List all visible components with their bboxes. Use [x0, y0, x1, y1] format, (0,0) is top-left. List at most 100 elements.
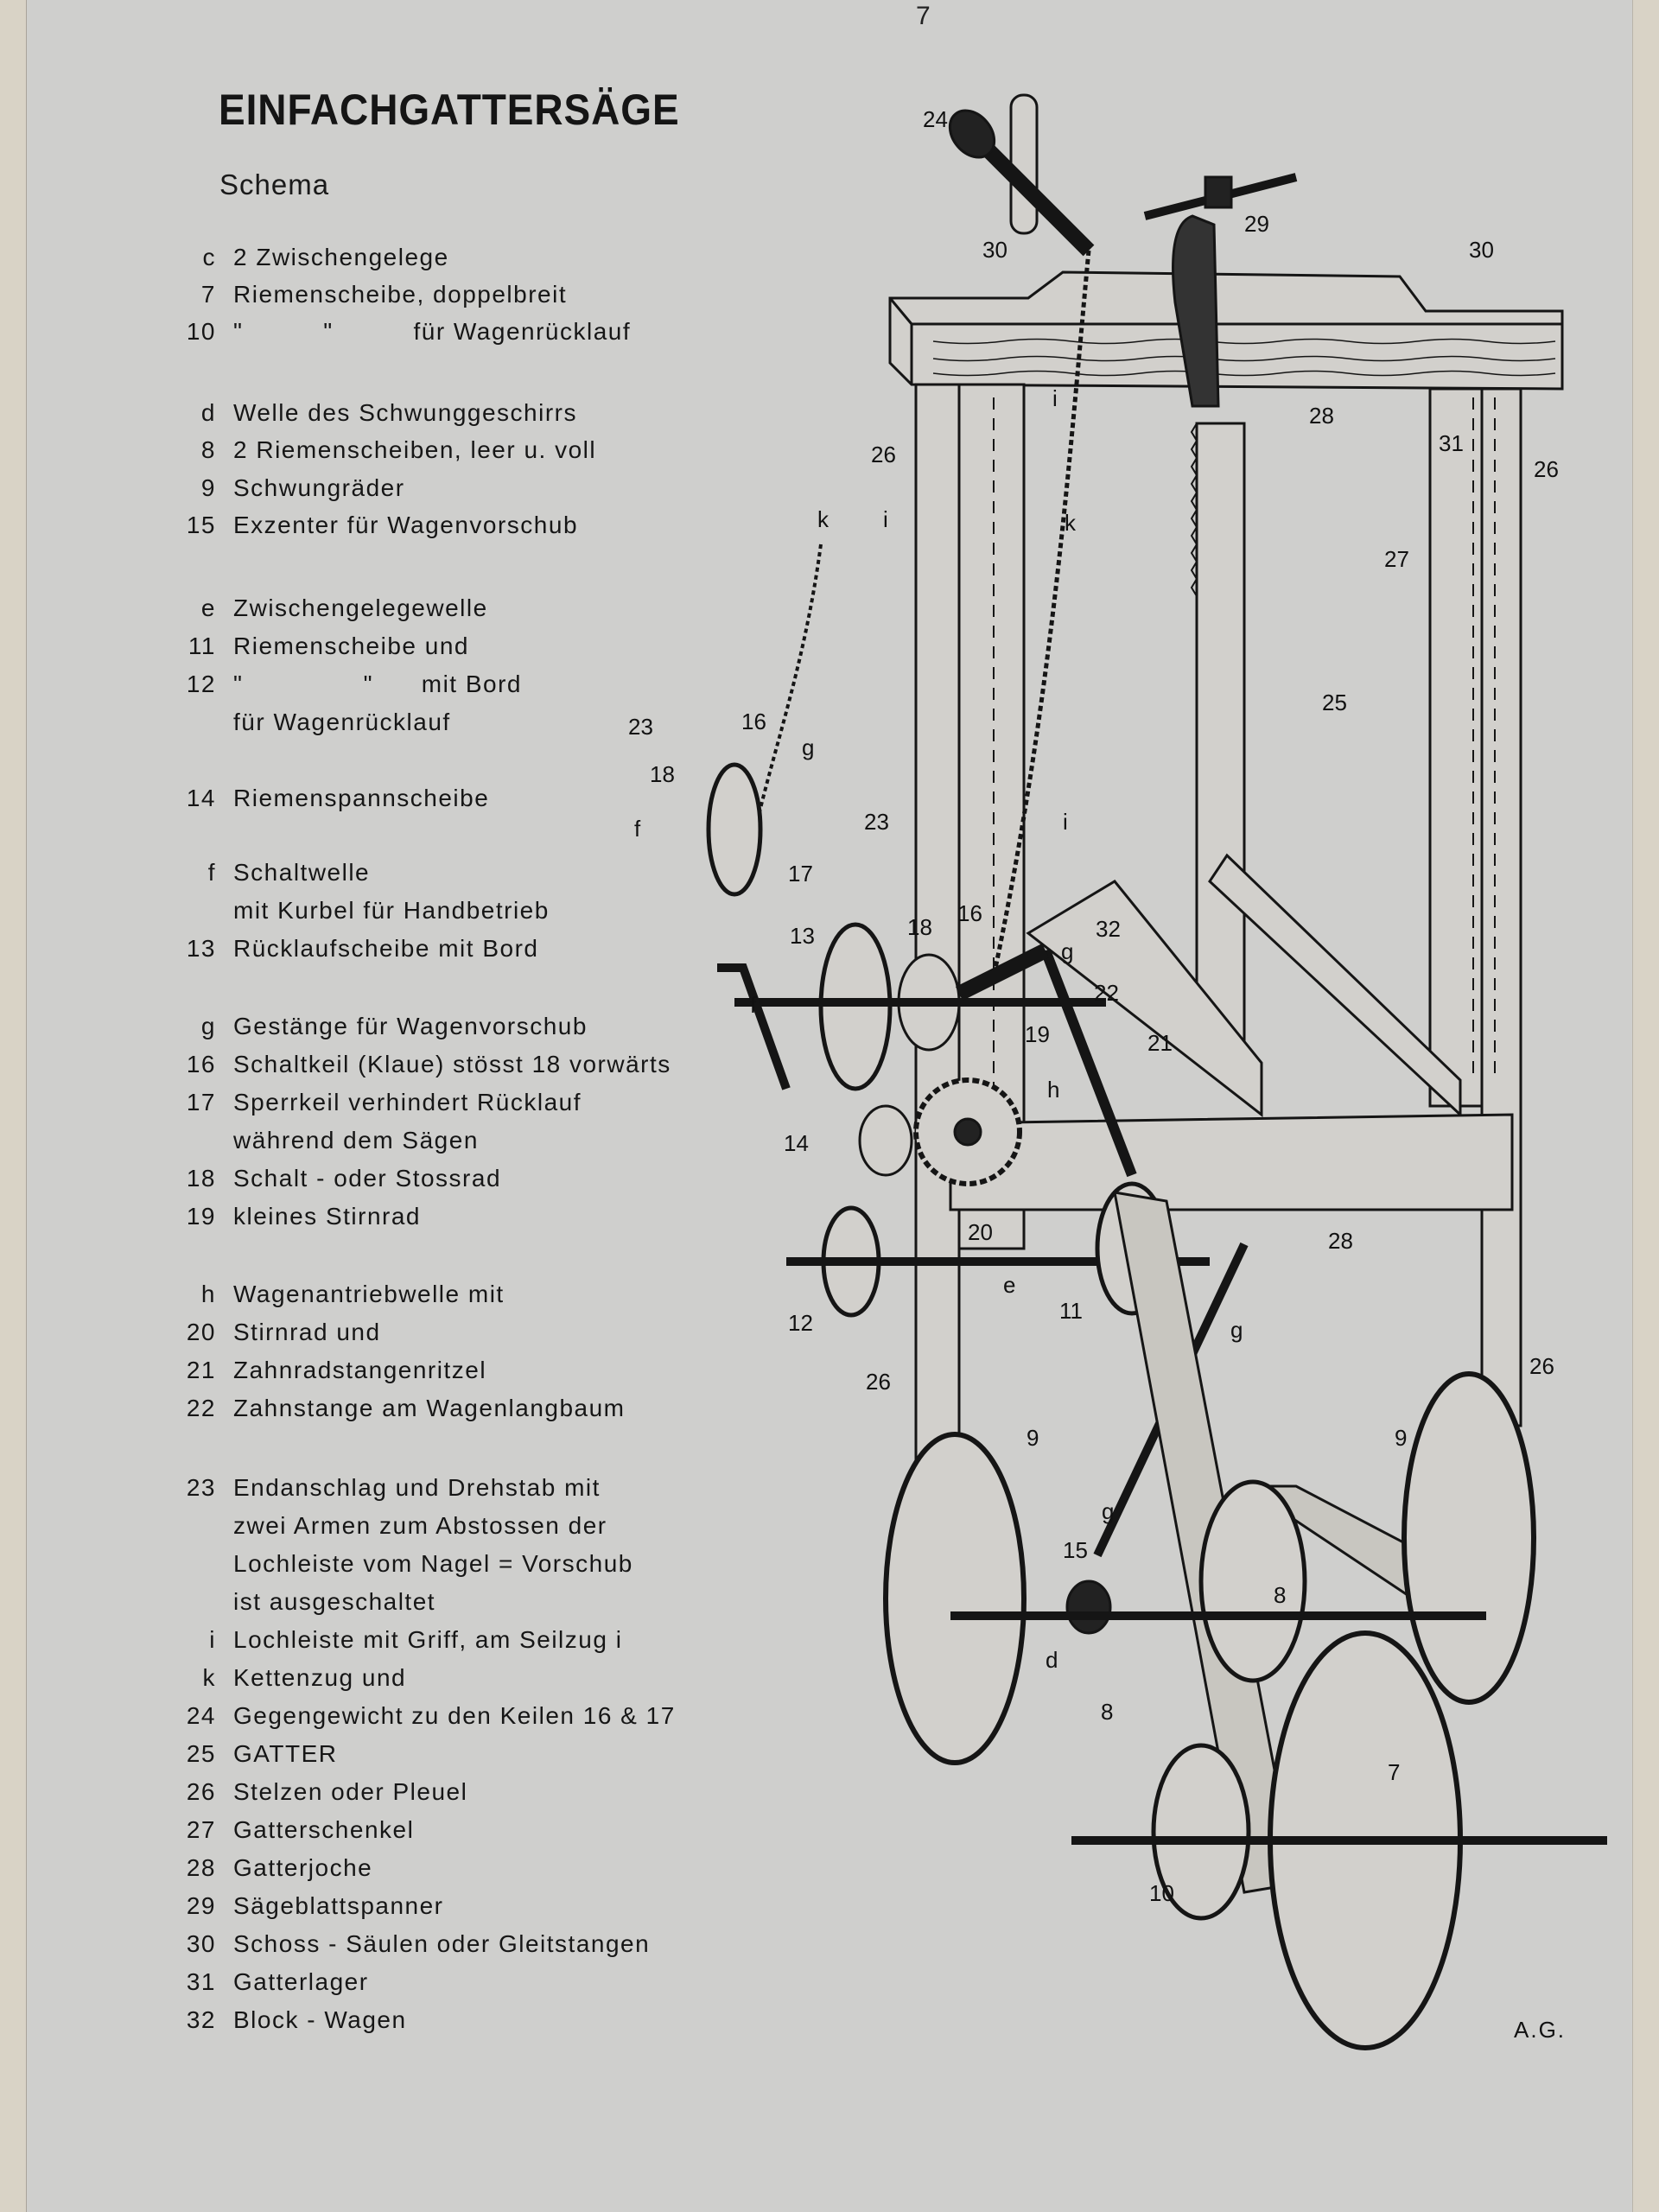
label-8-left: 8 — [1101, 1699, 1113, 1725]
legend-key: 13 — [186, 935, 216, 962]
legend-text: für Wagenrücklauf — [233, 709, 451, 735]
legend-key: 21 — [186, 1357, 216, 1383]
label-31: 31 — [1439, 430, 1464, 456]
legend-key: 18 — [186, 1165, 216, 1192]
legend-key: 12 — [186, 671, 216, 697]
legend-key: 10 — [186, 318, 216, 345]
legend-key: 7 — [200, 281, 216, 308]
legend-text: Schalt - oder Stossrad — [233, 1165, 502, 1192]
legend-text: Schoss - Säulen oder Gleitstangen — [233, 1930, 651, 1957]
legend-key: 27 — [186, 1816, 216, 1843]
label-26-left-low: 26 — [866, 1369, 891, 1395]
diagram-labels: 24 29 30 30 28 31 26 26 27 25 k k i i i … — [628, 106, 1559, 1906]
label-f-crank: f — [750, 992, 757, 1018]
chain-left — [750, 543, 823, 848]
legend-text: Kettenzug und — [233, 1664, 407, 1691]
label-h: h — [1047, 1077, 1059, 1103]
label-19: 19 — [1025, 1021, 1050, 1047]
chain — [991, 250, 1091, 977]
label-i-post: i — [1052, 385, 1058, 411]
legend-text: Stirnrad und — [233, 1319, 381, 1345]
label-d: d — [1046, 1647, 1058, 1673]
legend-text: während dem Sägen — [233, 1127, 479, 1154]
legend-key: 32 — [186, 2006, 216, 2033]
legend-key: f — [207, 859, 216, 886]
label-20: 20 — [968, 1219, 993, 1245]
label-9-right: 9 — [1395, 1425, 1407, 1451]
label-13: 13 — [790, 923, 815, 949]
legend-text: GATTER — [233, 1740, 338, 1767]
legend-text: Sägeblattspanner — [233, 1892, 444, 1919]
legend-text: zwei Armen zum Abstossen der — [233, 1512, 607, 1539]
legend-text: Gegengewicht zu den Keilen 16 & 17 — [233, 1702, 676, 1729]
legend-text: Lochleiste mit Griff, am Seilzug i — [233, 1626, 623, 1653]
legend-text: Exzenter für Wagenvorschub — [233, 512, 579, 538]
counterweight-lever — [948, 93, 1095, 257]
label-15: 15 — [1063, 1537, 1088, 1563]
page-number: 7 — [916, 2, 931, 30]
label-29: 29 — [1244, 211, 1269, 237]
legend-key: 22 — [186, 1395, 216, 1421]
legend-key: 20 — [186, 1319, 216, 1345]
legend-text: mit Kurbel für Handbetrieb — [233, 897, 550, 924]
legend-key: 24 — [186, 1702, 216, 1729]
legend-text: kleines Stirnrad — [233, 1203, 421, 1230]
legend-key: i — [209, 1626, 216, 1653]
label-27: 27 — [1384, 546, 1409, 572]
blade-tensioner — [1143, 173, 1298, 408]
legend-text: Rücklaufscheibe mit Bord — [233, 935, 539, 962]
legend-key: 26 — [186, 1778, 216, 1805]
label-9-left: 9 — [1027, 1425, 1039, 1451]
legend-key: 28 — [186, 1854, 216, 1881]
legend-key: 16 — [186, 1051, 216, 1077]
legend-text: Schaltkeil (Klaue) stösst 18 vorwärts — [233, 1051, 671, 1077]
legend-text: 2 Riemenscheiben, leer u. voll — [233, 436, 597, 463]
legend-text: Stelzen oder Pleuel — [233, 1778, 468, 1805]
legend-text: Endanschlag und Drehstab mit — [233, 1474, 601, 1501]
legend-text: Block - Wagen — [233, 2006, 407, 2033]
artist-signature: A.G. — [1514, 2017, 1567, 2043]
label-30-right: 30 — [1469, 237, 1494, 263]
legend-text: Sperrkeil verhindert Rücklauf — [233, 1089, 582, 1116]
legend-text: Gatterlager — [233, 1968, 369, 1995]
legend-text: Gatterschenkel — [233, 1816, 415, 1843]
legend-text: Lochleiste vom Nagel = Vorschub — [233, 1550, 633, 1577]
label-i-right: i — [1063, 809, 1068, 835]
legend-key: g — [200, 1013, 216, 1039]
legend-text: Riemenspannscheibe — [233, 785, 490, 811]
legend-key: k — [202, 1664, 216, 1691]
label-18-top: 18 — [650, 761, 675, 787]
label-26-top-right: 26 — [1534, 456, 1559, 482]
legend-text: Schwungräder — [233, 474, 405, 501]
label-7: 7 — [1388, 1759, 1400, 1785]
block-carriage — [949, 853, 1514, 1211]
legend-key: 17 — [186, 1089, 216, 1116]
label-8-right: 8 — [1274, 1582, 1286, 1608]
label-17: 17 — [788, 861, 813, 887]
legend-text: Riemenscheibe, doppelbreit — [233, 281, 568, 308]
legend-text: Riemenscheibe und — [233, 632, 469, 659]
sawmill-diagram: 24 29 30 30 28 31 26 26 27 25 k k i i i … — [628, 93, 1607, 2050]
label-24: 24 — [923, 106, 948, 132]
label-g-right: g — [1230, 1317, 1243, 1343]
label-k-right: k — [1065, 510, 1077, 536]
legend-key: 31 — [186, 1968, 216, 1995]
legend-key: 29 — [186, 1892, 216, 1919]
label-25: 25 — [1322, 690, 1347, 715]
label-23-left: 23 — [628, 714, 653, 740]
label-32: 32 — [1096, 916, 1121, 942]
label-28-top: 28 — [1309, 403, 1334, 429]
legend-text: Gestänge für Wagenvorschub — [233, 1013, 588, 1039]
label-26-top-left: 26 — [871, 442, 896, 467]
label-26-right-low: 26 — [1529, 1353, 1554, 1379]
legend-key: 19 — [186, 1203, 216, 1230]
legend-text: ist ausgeschaltet — [233, 1588, 436, 1615]
legend-key: 23 — [186, 1474, 216, 1501]
page-title: EINFACHGATTERSÄGE — [219, 86, 680, 134]
top-yoke-beam — [888, 270, 1564, 391]
label-28-bottom: 28 — [1328, 1228, 1353, 1254]
label-21: 21 — [1147, 1030, 1173, 1056]
label-16-mid: 16 — [957, 900, 982, 926]
legend-key: h — [200, 1281, 216, 1307]
label-f-top: f — [634, 816, 641, 842]
